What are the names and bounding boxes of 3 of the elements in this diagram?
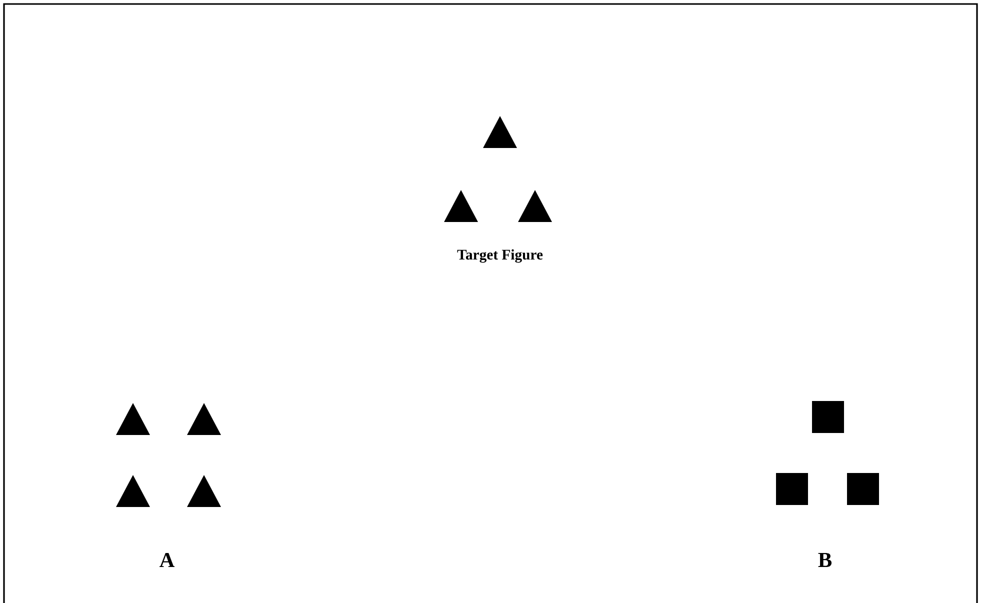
figure-label: B [818,553,832,568]
figure-label: Target Figure [457,249,543,263]
figure-label: A [160,552,175,568]
